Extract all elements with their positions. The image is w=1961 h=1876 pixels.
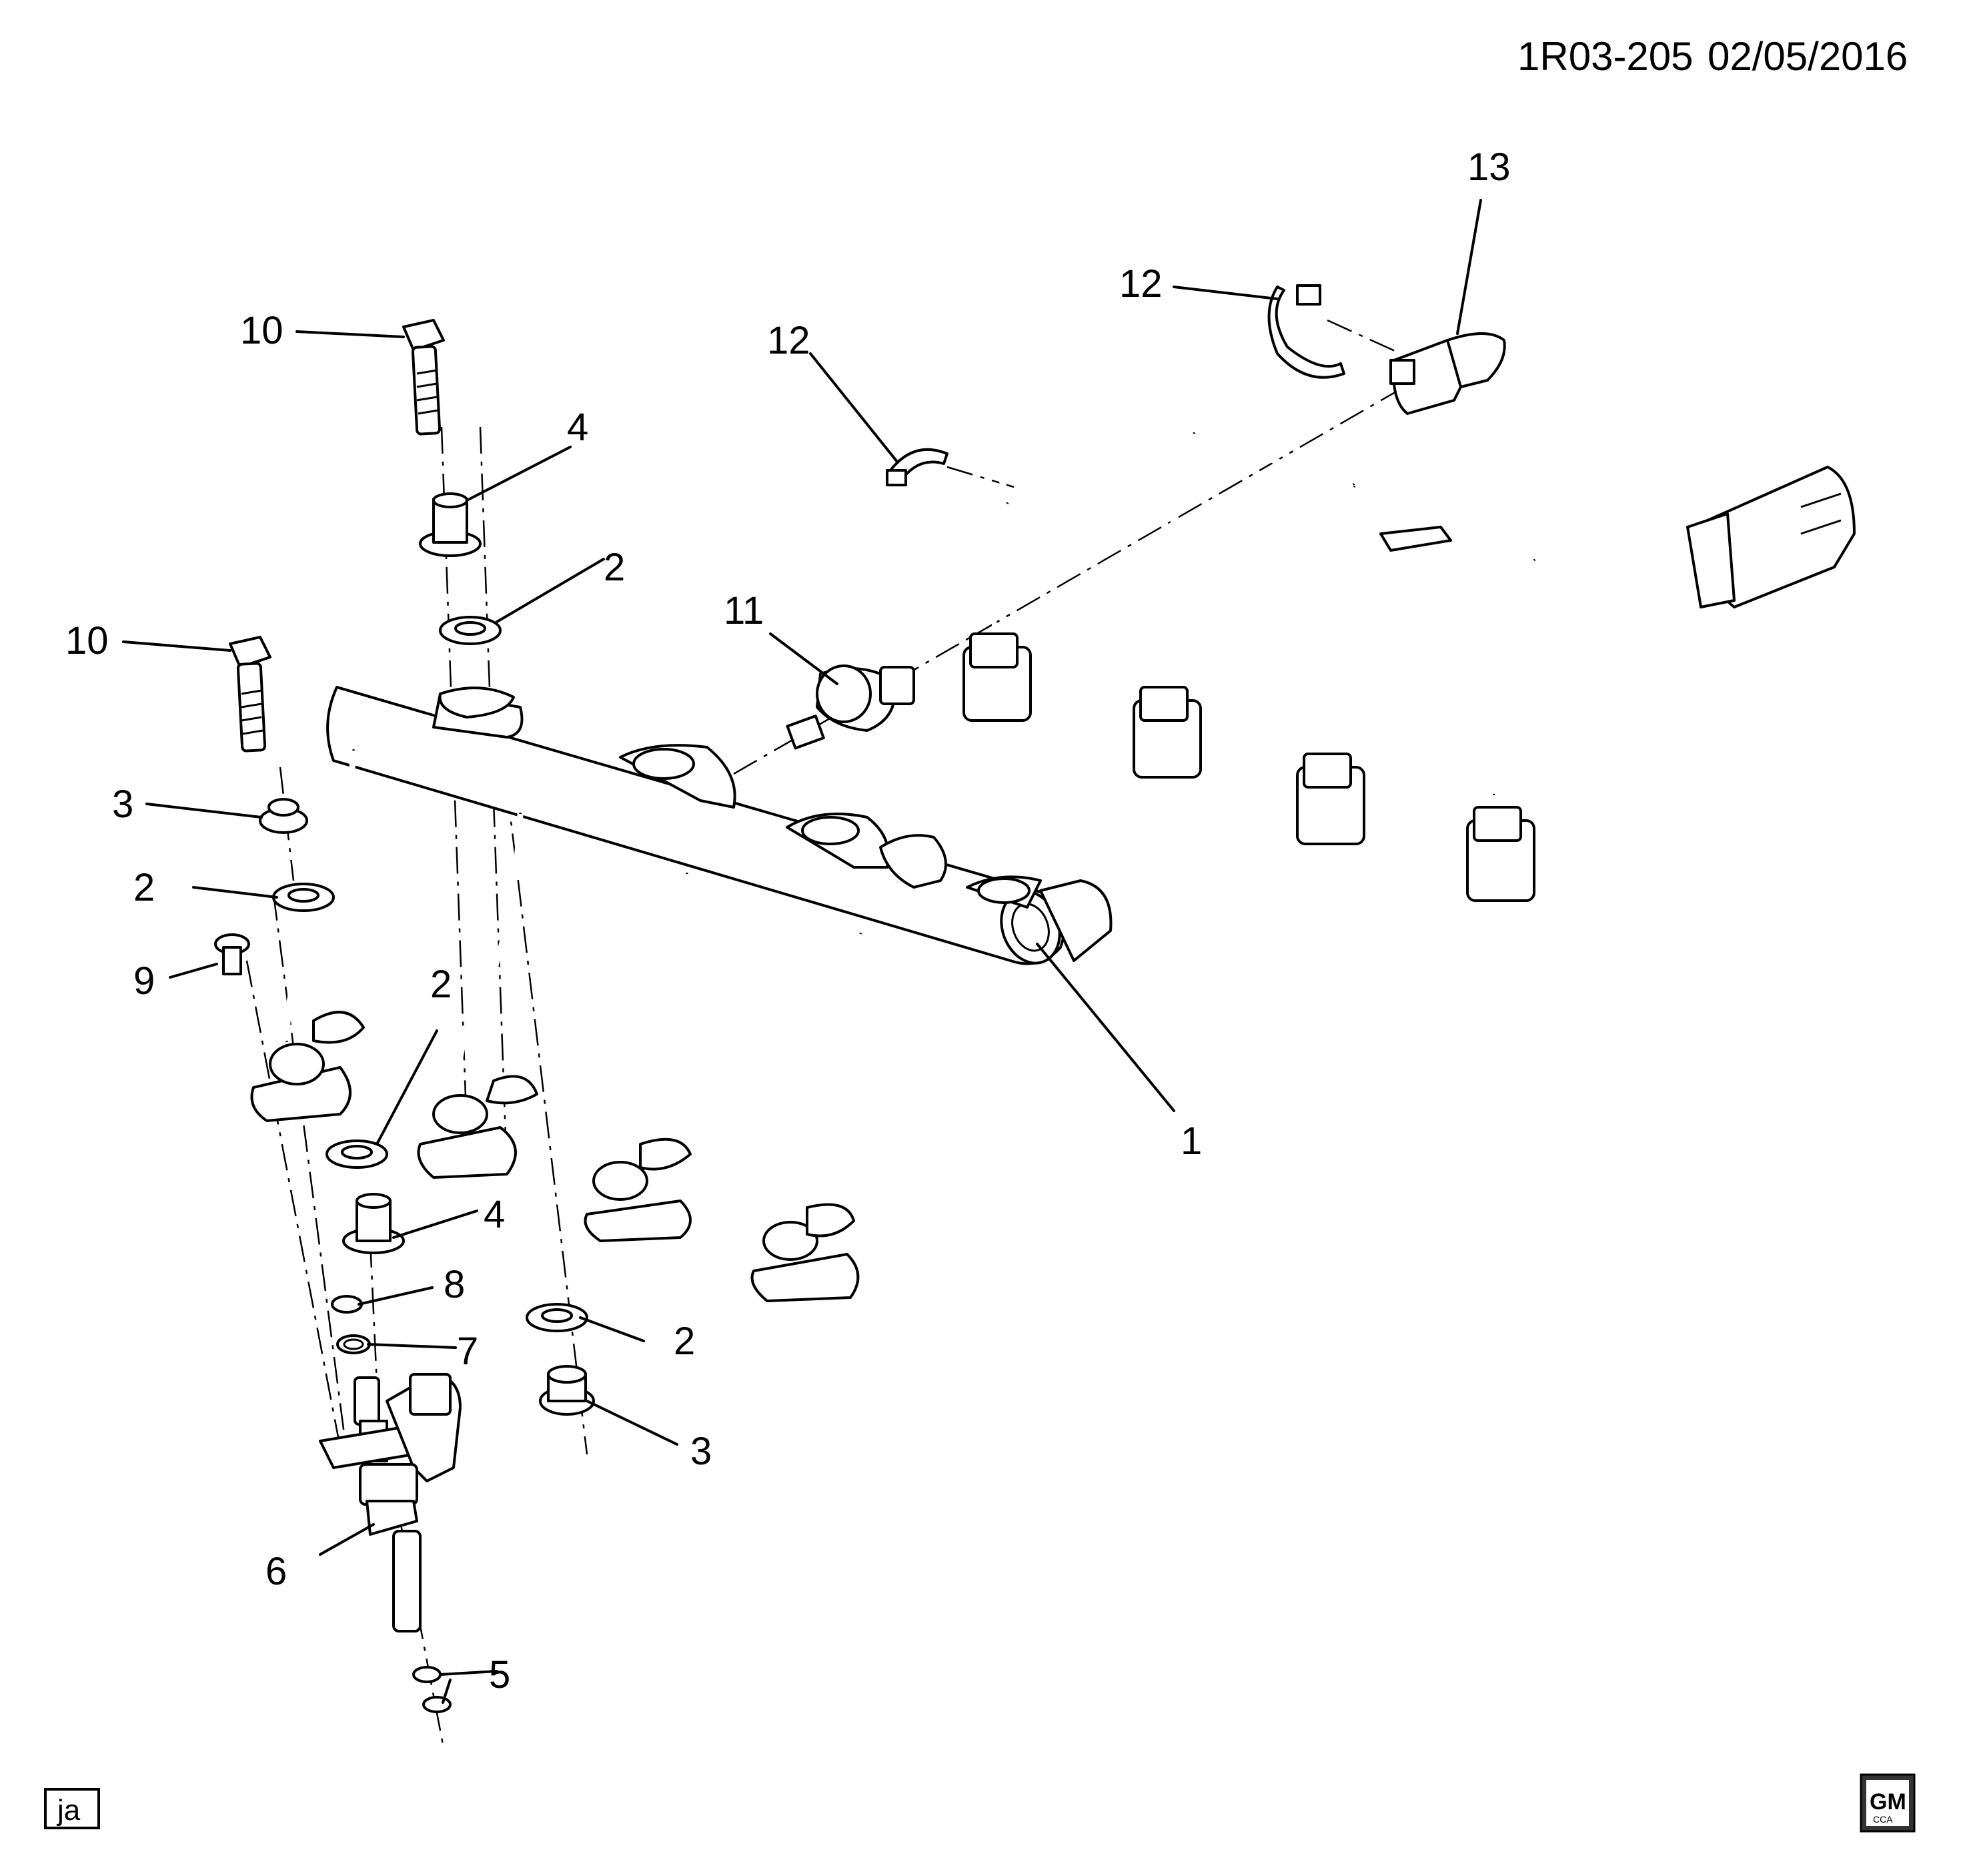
callout-9: 9 — [133, 959, 155, 1003]
clip-12-right — [1267, 284, 1345, 379]
gm-logo-sub: CCA — [1873, 1814, 1893, 1825]
callouts: 1 2 2 2 2 3 3 4 4 5 6 7 8 9 10 10 11 12 … — [65, 145, 1511, 1697]
bolt-lower — [229, 636, 271, 753]
callout-12-left: 12 — [767, 319, 810, 362]
o-rings — [331, 1295, 371, 1354]
diagram-id: 1R03-205 — [1517, 34, 1694, 79]
injector-pads — [250, 1011, 860, 1302]
callout-1: 1 — [1181, 1119, 1202, 1163]
spacer-upper — [419, 492, 482, 557]
callout-2-top: 2 — [604, 546, 625, 589]
insulator-upper — [259, 798, 308, 834]
wiring-harness — [991, 371, 1737, 795]
callout-12-right: 12 — [1119, 262, 1163, 306]
fuel-pressure-sensor — [786, 664, 915, 750]
callout-8: 8 — [444, 1263, 465, 1306]
callout-5: 5 — [489, 1653, 510, 1697]
spacer-lower — [342, 1193, 405, 1254]
callout-13: 13 — [1467, 145, 1511, 189]
callout-3-left: 3 — [112, 783, 133, 826]
fuel-lines — [283, 749, 864, 1256]
bolt-small — [214, 933, 250, 975]
callout-4-top: 4 — [567, 406, 588, 449]
initials-label: ja — [56, 1794, 81, 1827]
fuel-rail — [326, 686, 1113, 965]
callout-4-lower: 4 — [484, 1193, 505, 1236]
clip-12-left — [886, 448, 948, 486]
diagram-date: 02/05/2016 — [1708, 34, 1908, 79]
callout-10-top: 10 — [240, 309, 283, 352]
insulator-lower — [539, 1365, 595, 1416]
alignment-lines — [245, 319, 1428, 1749]
callout-3-lower: 3 — [690, 1430, 712, 1473]
fuel-injector — [319, 1373, 462, 1632]
callout-10-left: 10 — [65, 619, 109, 662]
gm-logo: GM CCA — [1860, 1773, 1916, 1833]
callout-2-mid: 2 — [430, 963, 452, 1006]
main-connector — [1686, 466, 1856, 608]
washers — [272, 616, 588, 1332]
bolt-upper — [402, 319, 445, 436]
harness-connectors — [962, 632, 1535, 902]
callout-2-left: 2 — [133, 866, 155, 909]
connector-13 — [1389, 332, 1506, 415]
initials-box: ja — [44, 1788, 100, 1829]
gm-logo-text: GM — [1870, 1789, 1906, 1815]
callout-2-lower: 2 — [674, 1320, 695, 1363]
leader-lines — [122, 199, 1482, 1704]
callout-6: 6 — [265, 1550, 287, 1593]
callout-7: 7 — [457, 1330, 478, 1373]
callout-11: 11 — [724, 589, 764, 632]
